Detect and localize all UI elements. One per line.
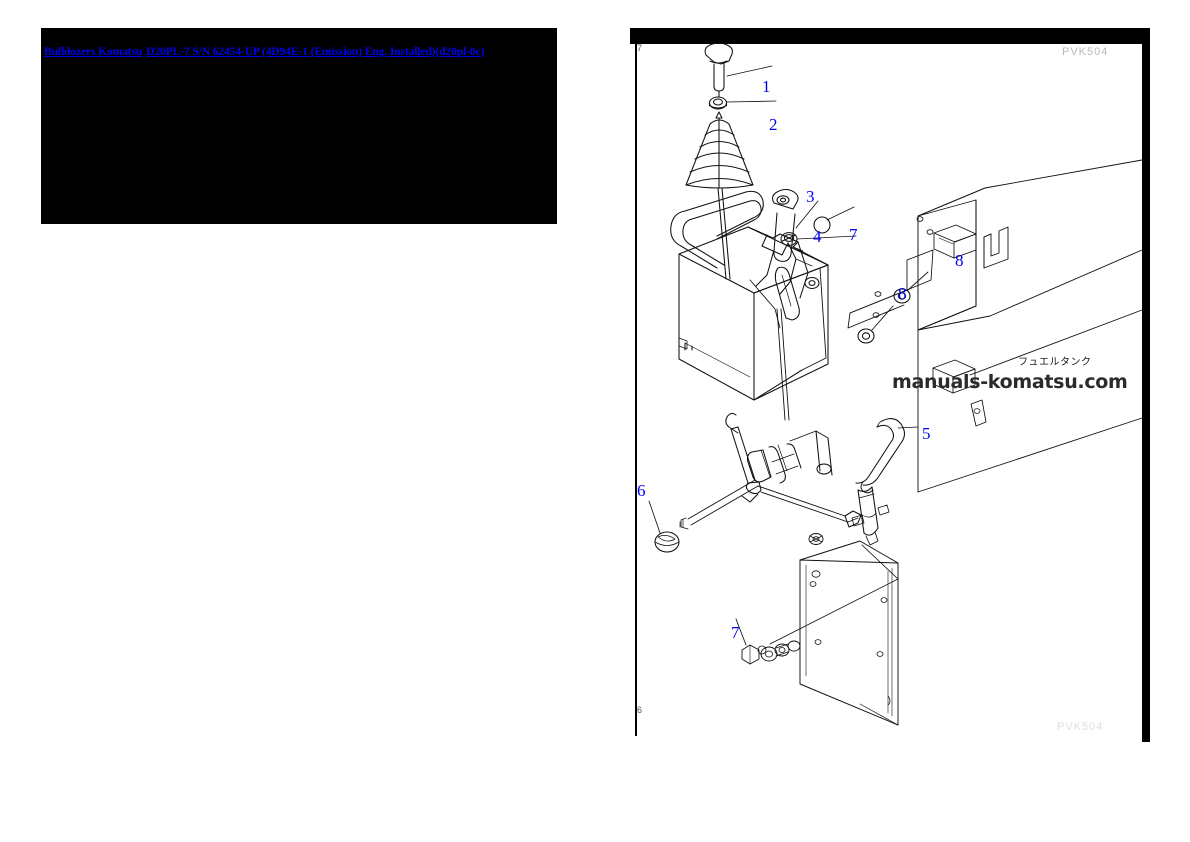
callout-1[interactable]: 1 bbox=[762, 77, 771, 96]
drawing-code-top: PVK504 bbox=[1062, 46, 1109, 58]
breadcrumb-link-category[interactable]: Bulldozers Komatsu bbox=[44, 46, 143, 58]
callout-6[interactable]: 6 bbox=[637, 481, 646, 500]
callout-4[interactable]: 4 bbox=[813, 227, 822, 246]
corner-mark-bottom-left: 6 bbox=[637, 705, 643, 715]
parts-diagram-panel: 7 6 PVK504 PVK504 bbox=[630, 28, 1150, 742]
diagram-frame-left-border bbox=[635, 44, 637, 736]
callout-7-lower[interactable]: 7 bbox=[731, 623, 740, 642]
callout-7-upper[interactable]: 7 bbox=[849, 225, 858, 244]
diagram-right-bar bbox=[1142, 28, 1150, 742]
callout-2[interactable]: 2 bbox=[769, 115, 778, 134]
callout-3[interactable]: 3 bbox=[806, 187, 815, 206]
breadcrumb-link-model[interactable]: D20PL-7 S/N 62454-UP (4D94E-1 (Emission)… bbox=[146, 46, 485, 58]
callout-8-lower[interactable]: 8 bbox=[898, 284, 907, 303]
watermark: manuals-komatsu.com bbox=[892, 371, 1128, 393]
diagram-top-bar bbox=[630, 28, 1143, 44]
callout-8-upper[interactable]: 8 bbox=[955, 251, 964, 270]
callout-5[interactable]: 5 bbox=[922, 424, 931, 443]
corner-mark-top-left: 7 bbox=[637, 43, 643, 53]
drawing-code-bottom: PVK504 bbox=[1057, 721, 1104, 733]
japanese-caption-fuel-tank: フュエルタンク bbox=[1018, 357, 1092, 368]
